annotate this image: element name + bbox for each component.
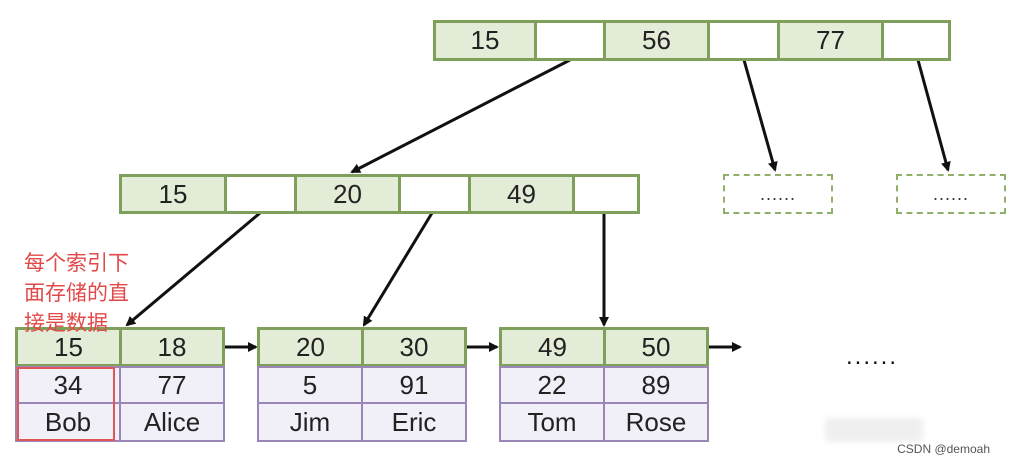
leaf-key: 50: [603, 327, 709, 367]
arrow-root-to-child2: [742, 59, 778, 172]
watermark: CSDN @demoah: [897, 442, 990, 456]
internal-key: 49: [468, 174, 575, 214]
root-key: 77: [777, 20, 884, 61]
leaf-id-cell: 22: [499, 366, 605, 404]
annotation-line: 每个索引下: [24, 251, 129, 275]
internal-pointer: [572, 174, 640, 214]
leaf-id-cell: 5: [257, 366, 363, 404]
arrow-internal-to-leaf2: [362, 212, 434, 327]
arrow-internal-to-leaf1: [125, 211, 261, 327]
arrow-root-to-child3: [916, 59, 951, 172]
root-key: 15: [433, 20, 537, 61]
leaf-key: 18: [119, 327, 225, 367]
annotation-line: 接是数据: [24, 311, 108, 335]
root-pointer: [534, 20, 606, 61]
leaf-name-cell: Jim: [257, 402, 363, 442]
leaf-key: 15: [15, 327, 122, 367]
collapsed-child-node: ......: [723, 174, 833, 214]
highlighted-data-box: [17, 367, 115, 441]
blurred-mark: [825, 418, 923, 442]
annotation-note: 每个索引下 面存储的直 接是数据: [24, 248, 154, 338]
internal-key: 20: [294, 174, 401, 214]
arrow-root-to-internal: [350, 58, 571, 174]
annotation-line: 面存储的直: [24, 281, 129, 305]
internal-pointer: [398, 174, 471, 214]
leaf-id-cell: 89: [603, 366, 709, 404]
leaf-name-cell: Eric: [361, 402, 467, 442]
internal-pointer: [224, 174, 297, 214]
root-pointer: [881, 20, 951, 61]
leaf-key: 20: [257, 327, 364, 367]
collapsed-child-node: ......: [896, 174, 1006, 214]
leaf-key: 30: [361, 327, 467, 367]
leaf-id-cell: 77: [119, 366, 225, 404]
root-pointer: [707, 20, 780, 61]
more-leaves-ellipsis: ......: [846, 343, 899, 370]
leaf-name-cell: Tom: [499, 402, 605, 442]
leaf-name-cell: Rose: [603, 402, 709, 442]
root-key: 56: [603, 20, 710, 61]
internal-key: 15: [119, 174, 227, 214]
leaf-name-cell: Alice: [119, 402, 225, 442]
leaf-id-cell: 91: [361, 366, 467, 404]
leaf-key: 49: [499, 327, 606, 367]
